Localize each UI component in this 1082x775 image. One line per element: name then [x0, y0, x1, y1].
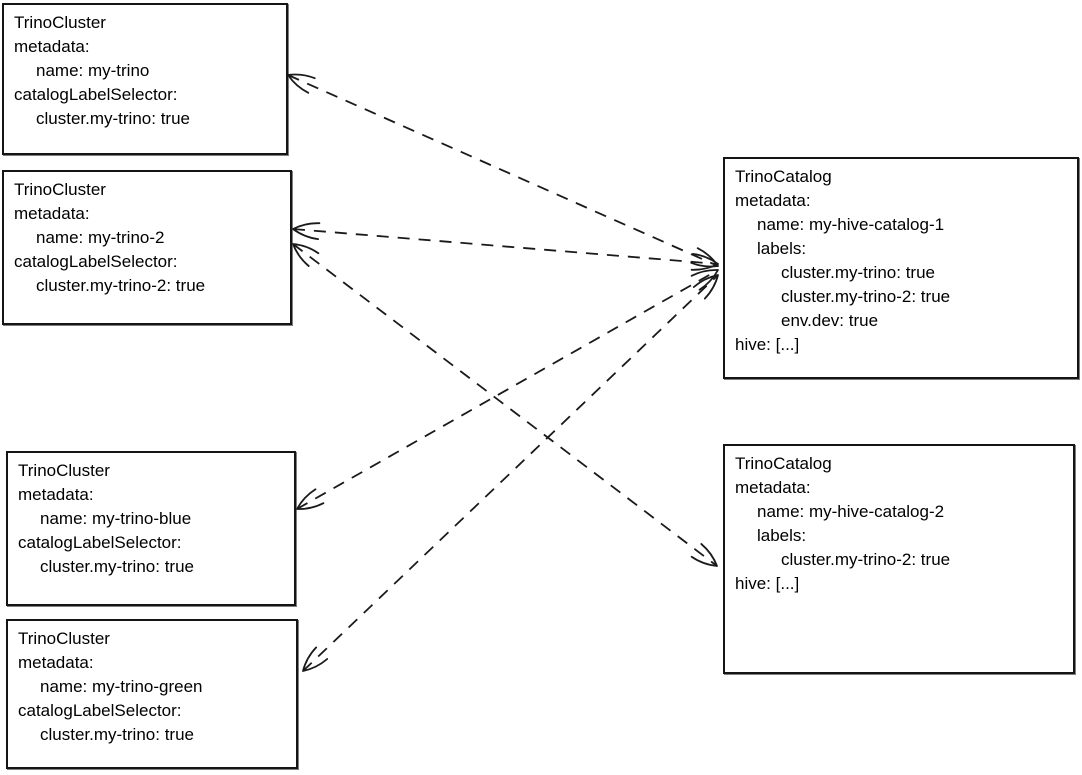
node-trino-catalog-my-hive-catalog-2: TrinoCatalog metadata: name: my-hive-cat… — [723, 444, 1075, 674]
yaml-line: hive: [...] — [735, 335, 800, 354]
yaml-line: catalogLabelSelector: — [14, 85, 178, 104]
node-trino-cluster-my-trino-2: TrinoCluster metadata: name: my-trino-2 … — [2, 170, 292, 325]
node-trino-catalog-my-hive-catalog-1: TrinoCatalog metadata: name: my-hive-cat… — [723, 157, 1079, 379]
yaml-line: name: my-trino-2 — [36, 228, 165, 247]
yaml-line: name: my-trino-green — [40, 677, 203, 696]
yaml-line: metadata: — [14, 37, 90, 56]
yaml-line: hive: [...] — [735, 574, 800, 593]
yaml-line: cluster.my-trino: true — [781, 263, 935, 282]
yaml-line: labels: — [757, 239, 807, 258]
yaml-line: metadata: — [735, 191, 811, 210]
yaml-line: TrinoCluster — [18, 461, 110, 480]
yaml-line: catalogLabelSelector: — [18, 533, 182, 552]
yaml-line: TrinoCatalog — [735, 454, 832, 473]
yaml-line: name: my-trino — [36, 61, 150, 80]
node-trino-cluster-my-trino-green: TrinoCluster metadata: name: my-trino-gr… — [6, 619, 298, 769]
node-trino-cluster-my-trino: TrinoCluster metadata: name: my-trino ca… — [2, 3, 288, 155]
edge-my-trino-blue--my-hive-catalog-1 — [296, 269, 719, 510]
yaml-line: cluster.my-trino-2: true — [36, 276, 206, 295]
edge-my-trino-2--my-hive-catalog-1 — [292, 222, 719, 271]
yaml-line: env.dev: true — [781, 311, 879, 330]
yaml-line: cluster.my-trino: true — [40, 557, 194, 576]
yaml-line: cluster.my-trino-2: true — [781, 550, 951, 569]
edge-my-trino--my-hive-catalog-1 — [287, 73, 719, 268]
yaml-line: catalogLabelSelector: — [14, 252, 178, 271]
yaml-line: labels: — [757, 526, 807, 545]
yaml-line: TrinoCluster — [18, 629, 110, 648]
yaml-line: metadata: — [18, 653, 94, 672]
yaml-line: TrinoCluster — [14, 180, 106, 199]
node-trino-cluster-my-trino-blue: TrinoCluster metadata: name: my-trino-bl… — [6, 451, 296, 606]
yaml-line: cluster.my-trino: true — [40, 725, 194, 744]
yaml-line: metadata: — [735, 478, 811, 497]
yaml-line: TrinoCatalog — [735, 167, 832, 186]
yaml-line: catalogLabelSelector: — [18, 701, 182, 720]
yaml-line: name: my-hive-catalog-1 — [757, 215, 945, 234]
yaml-line: cluster.my-trino: true — [36, 109, 190, 128]
yaml-line: name: my-trino-blue — [40, 509, 192, 528]
yaml-line: cluster.my-trino-2: true — [781, 287, 951, 306]
edge-my-trino-green--my-hive-catalog-1 — [302, 274, 719, 672]
yaml-line: metadata: — [14, 204, 90, 223]
yaml-line: TrinoCluster — [14, 13, 106, 32]
yaml-line: name: my-hive-catalog-2 — [757, 502, 945, 521]
edge-my-trino-2--my-hive-catalog-2 — [292, 243, 718, 567]
yaml-line: metadata: — [18, 485, 94, 504]
